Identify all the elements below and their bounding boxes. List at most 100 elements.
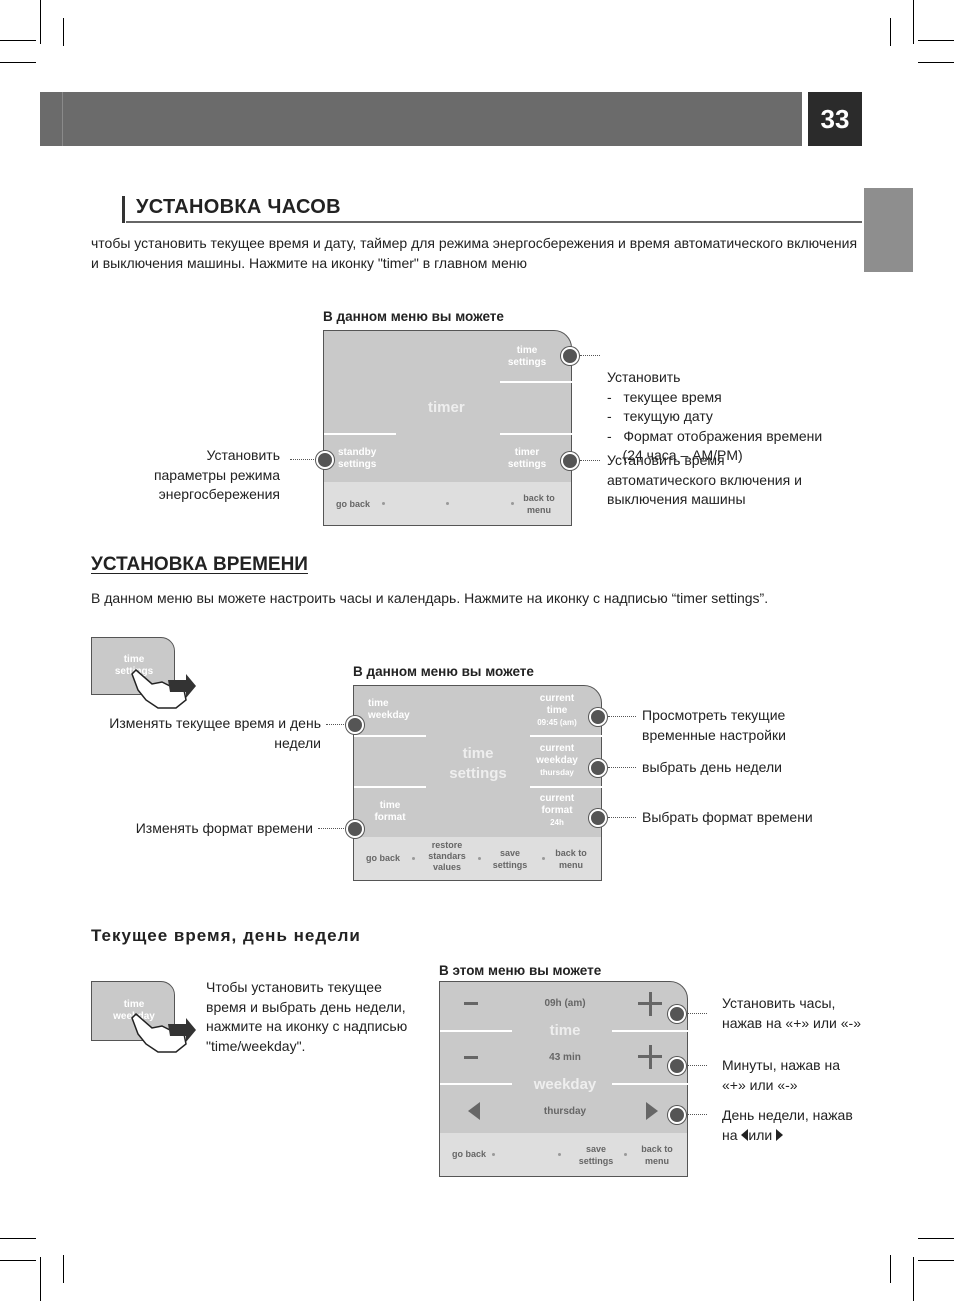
leader-line xyxy=(318,828,346,829)
menu2-caption: В данном меню вы можете xyxy=(353,664,534,679)
crop-mark xyxy=(0,1238,36,1239)
leader-line xyxy=(687,1114,707,1115)
crop-mark xyxy=(890,18,891,46)
crop-mark xyxy=(0,62,36,63)
crop-mark xyxy=(913,1257,914,1301)
section-title: УСТАНОВКА ЧАСОВ xyxy=(136,196,341,218)
menu1-caption: В данном меню вы можете xyxy=(323,309,504,324)
crop-mark xyxy=(913,0,914,44)
intro-text: чтобы установить текущее время и дату, т… xyxy=(91,235,858,271)
minutes-value: 43 min xyxy=(549,1052,581,1063)
timer-title: timer xyxy=(428,399,465,416)
weekday-label: weekday xyxy=(533,1076,597,1093)
next-day-arrow-icon[interactable] xyxy=(646,1102,658,1120)
callout-dot xyxy=(561,452,579,470)
callout-dot xyxy=(316,451,334,469)
crop-mark xyxy=(63,18,64,46)
section2-text: В данном меню вы можете настроить часы и… xyxy=(91,590,769,606)
callout-dot xyxy=(346,716,364,734)
crop-mark xyxy=(40,1257,41,1301)
title-marker xyxy=(122,196,125,223)
format-note: Выбрать формат времени xyxy=(642,809,813,825)
leader-line xyxy=(687,1013,707,1014)
crop-mark xyxy=(0,1260,36,1261)
section2-title: УСТАНОВКА ВРЕМЕНИ xyxy=(91,554,308,575)
right-arrow-icon xyxy=(776,1128,784,1141)
menu3-caption: В этом меню вы можете xyxy=(439,963,602,978)
weekday-arrows-note: День недели, нажав на или xyxy=(722,1107,853,1143)
callout-dot xyxy=(589,708,607,726)
minutes-note: Минуты, нажав на«+» или «-» xyxy=(722,1057,840,1093)
go-back-button[interactable]: go back xyxy=(366,853,401,863)
hand-pointer-icon xyxy=(131,668,196,709)
minus-hours-button[interactable] xyxy=(464,1002,478,1005)
crop-mark xyxy=(918,62,954,63)
hours-note: Установить часы,нажав на «+» или «-» xyxy=(722,995,861,1031)
leader-line xyxy=(608,716,636,717)
leader-line xyxy=(290,459,316,460)
time-label: time xyxy=(549,1022,581,1039)
side-tab xyxy=(864,188,913,272)
callout-dot xyxy=(668,1106,686,1124)
leader-line xyxy=(580,355,600,356)
leader-line xyxy=(608,767,636,768)
hours-value: 09h (am) xyxy=(544,998,586,1009)
previous-day-arrow-icon[interactable] xyxy=(468,1102,480,1120)
crop-mark xyxy=(918,40,954,41)
title-underline xyxy=(126,221,862,223)
callout-dot xyxy=(561,347,579,365)
callout-dot xyxy=(668,1057,686,1075)
go-back-button[interactable]: go back xyxy=(336,499,371,509)
section3-title: Текущее время, день недели xyxy=(91,926,361,945)
callout-dot xyxy=(589,809,607,827)
crop-mark xyxy=(0,40,36,41)
crop-mark xyxy=(40,0,41,44)
time-format-note: Изменять формат времени xyxy=(135,820,313,836)
callout-dot xyxy=(589,759,607,777)
callout-dot xyxy=(668,1005,686,1023)
go-back-button[interactable]: go back xyxy=(452,1149,487,1159)
callout-dot xyxy=(346,820,364,838)
crop-mark xyxy=(890,1255,891,1283)
crop-mark xyxy=(63,1255,64,1283)
leader-line xyxy=(687,1065,707,1066)
plus-hours-button[interactable] xyxy=(638,992,662,1016)
crop-mark xyxy=(918,1260,954,1261)
weekday-note: выбрать день недели xyxy=(642,759,782,775)
day-value: thursday xyxy=(543,1106,587,1117)
time-settings-note: Установить- текущее время- текущую дату-… xyxy=(607,369,823,463)
leader-line xyxy=(608,817,636,818)
page-number: 33 xyxy=(808,92,862,146)
crop-mark xyxy=(918,1238,954,1239)
hand-pointer-icon xyxy=(131,1012,196,1053)
plus-minutes-button[interactable] xyxy=(638,1045,662,1069)
time-weekday-screen: 09h (am) time 43 min weekday thursday go… xyxy=(439,981,688,1177)
leader-line xyxy=(580,460,600,461)
left-arrow-icon xyxy=(741,1128,749,1141)
header-bar xyxy=(40,92,802,146)
minus-minutes-button[interactable] xyxy=(464,1056,478,1059)
leader-line xyxy=(326,724,346,725)
